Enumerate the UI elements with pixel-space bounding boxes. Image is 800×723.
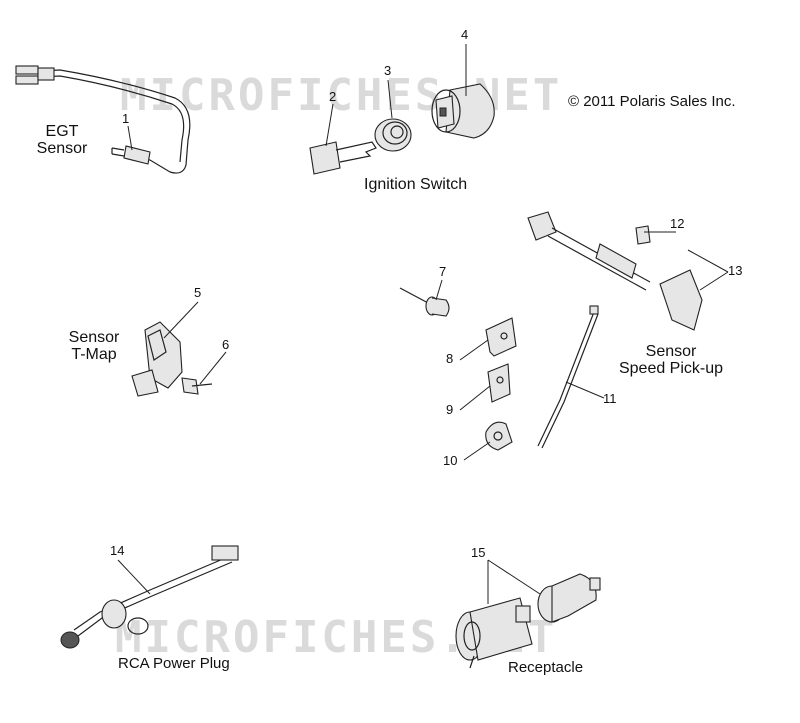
callout-9: 9 (446, 402, 454, 417)
callout-8: 8 (446, 351, 454, 366)
receptacle-drawing (455, 573, 601, 669)
caption-sensor-speed-pickup: Sensor Speed Pick-up (606, 343, 736, 378)
callout-12: 12 (670, 216, 685, 231)
callout-11: 11 (603, 391, 617, 406)
clips-drawing (485, 317, 517, 451)
caption-sensor-speed-pickup-text: Sensor Speed Pick-up (618, 343, 724, 377)
callout-3: 3 (384, 63, 392, 78)
callout-15: 15 (471, 545, 486, 560)
callout-7: 7 (439, 264, 447, 279)
callout-1: 1 (122, 111, 130, 126)
tmap-sensor-drawing (131, 321, 213, 397)
egt-sensor-drawing (15, 65, 191, 174)
callout-6: 6 (222, 337, 230, 352)
leader-lines (117, 44, 729, 604)
ignition-key-drawing (309, 141, 377, 175)
ignition-nut-drawing (374, 118, 412, 152)
rca-plug-drawing (60, 545, 239, 649)
caption-rca-power-plug: RCA Power Plug (118, 655, 230, 672)
callout-13: 13 (728, 263, 743, 278)
pin-drawing (399, 287, 450, 317)
callout-14: 14 (110, 543, 125, 558)
callout-5: 5 (194, 285, 202, 300)
callout-2: 2 (329, 89, 337, 104)
ignition-switch-drawing (431, 83, 495, 139)
caption-sensor-tmap: Sensor T-Map (62, 329, 126, 364)
caption-receptacle: Receptacle (508, 659, 584, 676)
callout-10: 10 (443, 453, 458, 468)
caption-egt-sensor: EGT Sensor (32, 123, 92, 158)
callout-4: 4 (461, 27, 469, 42)
copyright-notice: © 2011 Polaris Sales Inc. (568, 93, 736, 110)
caption-ignition-switch: Ignition Switch (364, 176, 468, 193)
caption-egt-sensor-text: EGT Sensor (36, 123, 88, 157)
speed-sensor-drawing (527, 211, 703, 331)
cable-tie-drawing (537, 305, 599, 449)
caption-sensor-tmap-text: Sensor T-Map (68, 329, 120, 363)
